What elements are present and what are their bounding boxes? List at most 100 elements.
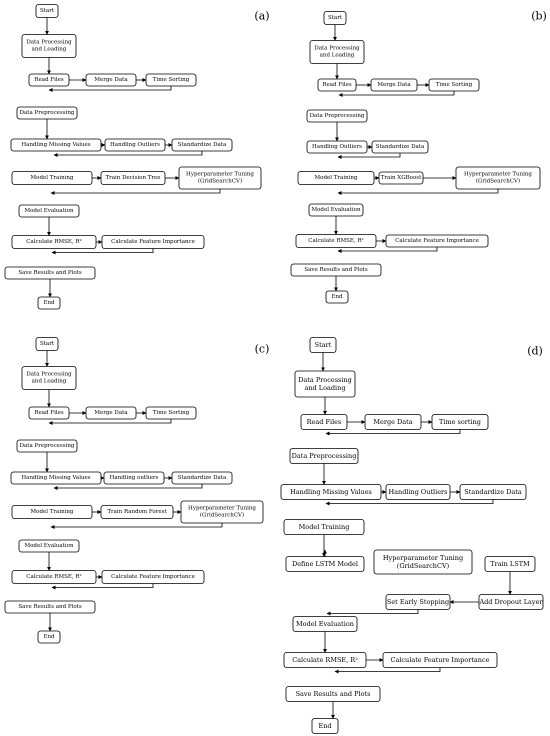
panel-label: (b) xyxy=(531,10,547,23)
return-arrow xyxy=(338,91,455,97)
node-box xyxy=(285,556,365,572)
node-box xyxy=(280,484,382,500)
flow-node-importance: Calculate Feature Importance xyxy=(385,234,489,248)
node-label: Standardize Data xyxy=(178,142,227,148)
node-label: Merge Data xyxy=(94,410,128,416)
flow-node-prep: Data Preprocessing xyxy=(16,106,78,120)
flow-node-standardize: Standardize Data xyxy=(171,471,233,485)
node-box xyxy=(325,290,349,304)
node-label: Merge Data xyxy=(94,77,128,83)
flow-node-missing: Handling Missing Values xyxy=(10,138,102,152)
node-label: Save Results and Plots xyxy=(18,270,82,276)
node-box xyxy=(10,138,102,152)
node-label: Hyperparameter Tuning xyxy=(464,172,532,178)
node-label: Time Sorting xyxy=(436,82,473,88)
node-label: Calculate RMSE, R² xyxy=(26,573,82,580)
node-label: (GridSearchCV) xyxy=(198,177,242,184)
node-box xyxy=(385,234,489,248)
node-label: Set Early Stopping xyxy=(387,598,449,606)
flow-node-start: Start xyxy=(35,337,59,351)
node-box xyxy=(317,78,357,92)
node-box xyxy=(145,73,197,87)
node-box xyxy=(478,594,544,610)
node-box xyxy=(459,484,527,500)
node-box xyxy=(85,406,137,420)
node-box xyxy=(21,366,77,390)
node-label: Data Processing xyxy=(26,372,72,378)
node-label: Read Files xyxy=(34,410,64,416)
flow-node-end: End xyxy=(37,296,61,310)
node-label: Data Preprocessing xyxy=(20,110,75,116)
node-label: Read Files xyxy=(322,82,352,88)
node-label: Read Files xyxy=(307,418,342,426)
node-box xyxy=(323,11,347,25)
flow-node-early: Set Early Stopping xyxy=(385,594,451,610)
node-label: Data Processing xyxy=(314,46,360,52)
return-arrow xyxy=(53,484,203,490)
node-box xyxy=(382,652,498,668)
flow-node-train: Train LSTM xyxy=(484,556,536,572)
flow-node-importance: Calculate Feature Importance xyxy=(101,570,205,584)
node-box xyxy=(18,539,80,553)
node-box xyxy=(35,337,59,351)
node-label: Time Sorting xyxy=(153,410,190,416)
node-label: Add Dropout Layer xyxy=(478,598,543,606)
node-box xyxy=(385,594,451,610)
node-box xyxy=(309,337,337,353)
node-label: Standardize Data xyxy=(464,488,522,496)
flow-node-define: Define LSTM Model xyxy=(285,556,365,572)
flow-node-rmse: Calculate RMSE, R² xyxy=(295,234,377,248)
flow-node-save: Save Results and Plots xyxy=(4,266,96,280)
node-box xyxy=(285,686,381,702)
panel-label: (a) xyxy=(254,10,269,23)
node-box xyxy=(385,484,451,500)
node-box xyxy=(4,600,96,614)
node-label: Standardize Data xyxy=(178,475,227,481)
node-box xyxy=(294,370,356,398)
node-box xyxy=(306,109,368,123)
return-arrow xyxy=(334,667,441,674)
flow-node-tuning: Hyperparameter Tuning(GridSearchCV) xyxy=(180,500,264,524)
node-box xyxy=(28,406,70,420)
node-label: Merge Data xyxy=(373,418,412,426)
node-label: Data Preprocessing xyxy=(292,452,357,460)
node-box xyxy=(16,106,78,120)
node-label: End xyxy=(43,300,55,306)
node-box xyxy=(37,630,61,644)
node-label: Model Training xyxy=(31,509,74,515)
flow-node-eval: Model Evaluation xyxy=(18,204,80,218)
node-box xyxy=(455,166,541,190)
node-label: Calculate Feature Importance xyxy=(390,656,489,664)
node-box xyxy=(11,505,93,519)
node-box xyxy=(300,414,348,430)
node-label: Time Sorting xyxy=(153,77,190,83)
flow-node-sort: Time Sorting xyxy=(428,78,480,92)
return-arrow xyxy=(337,189,499,195)
node-box xyxy=(178,166,262,190)
node-box xyxy=(292,616,358,632)
flow-node-start: Start xyxy=(35,4,59,18)
flow-node-read: Read Files xyxy=(28,406,70,420)
node-box xyxy=(100,505,174,519)
panel-labels-layer: (a)(b)(c)(d) xyxy=(254,10,546,358)
node-label: Train LSTM xyxy=(490,560,530,568)
node-label: Save Results and Plots xyxy=(296,690,371,698)
flow-node-outliers: Standardize Data xyxy=(371,140,429,154)
return-arrow xyxy=(337,247,438,253)
node-box xyxy=(10,471,102,485)
node-box xyxy=(11,235,97,249)
node-box xyxy=(295,234,377,248)
return-arrow xyxy=(325,499,494,506)
node-box xyxy=(311,718,339,734)
node-label: Handling Outliers xyxy=(110,142,160,148)
node-label: Merge Data xyxy=(377,82,411,88)
flow-node-eval: Model Evaluation xyxy=(308,203,364,217)
node-label: Save Results and Plots xyxy=(304,267,368,273)
node-label: Hyperparameter Tuning xyxy=(186,172,254,178)
flow-node-sort: Time Sorting xyxy=(145,73,197,87)
node-box xyxy=(283,519,365,535)
flow-node-train: Train Random Forest xyxy=(100,505,174,519)
